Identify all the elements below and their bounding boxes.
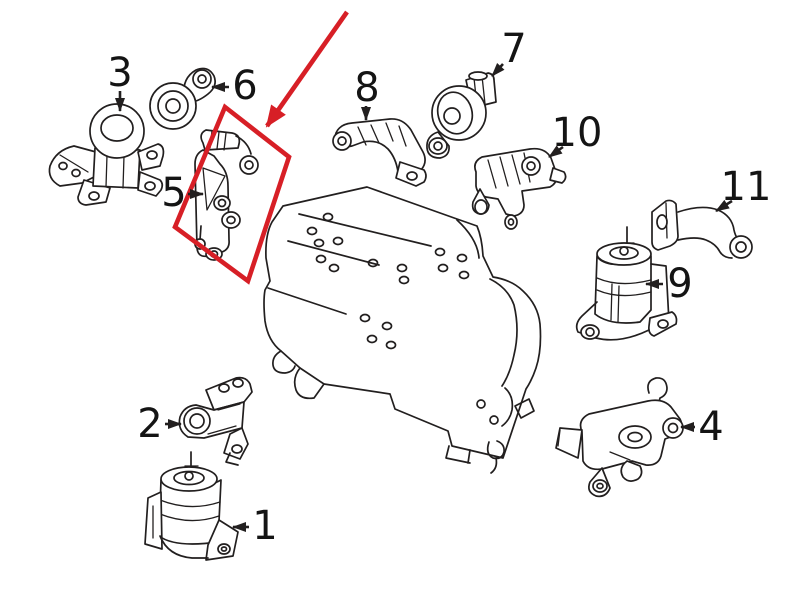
part-11-drawing[interactable] <box>651 199 753 259</box>
part-9-outline <box>594 255 652 324</box>
callout-10-leader <box>548 145 564 159</box>
callout-6[interactable]: 6 <box>211 63 258 109</box>
engine-block-drawing <box>263 186 542 474</box>
callout-1-label[interactable]: 1 <box>252 503 277 549</box>
part-10-drawing[interactable] <box>471 147 567 230</box>
part-8-outline <box>333 118 426 176</box>
callout-7[interactable]: 7 <box>491 26 527 77</box>
callout-5-label[interactable]: 5 <box>161 170 186 216</box>
part-6-drawing[interactable] <box>149 67 216 130</box>
part-8-drawing[interactable] <box>332 118 427 187</box>
part-5-drawing[interactable] <box>194 129 259 261</box>
callout-11-label[interactable]: 11 <box>721 164 772 210</box>
part-1-drawing[interactable] <box>144 451 239 561</box>
callout-3-label[interactable]: 3 <box>107 50 132 96</box>
callout-6-label[interactable]: 6 <box>232 63 257 109</box>
highlight-arrow <box>265 10 349 128</box>
callout-9-label[interactable]: 9 <box>667 261 692 307</box>
callout-8-label[interactable]: 8 <box>354 65 379 111</box>
part-7-drawing[interactable] <box>426 71 497 159</box>
callout-4[interactable]: 4 <box>680 404 724 450</box>
highlight-annotation <box>172 10 349 285</box>
part-3-drawing[interactable] <box>48 103 165 206</box>
callout-3[interactable]: 3 <box>107 50 133 112</box>
callout-1[interactable]: 1 <box>232 503 278 549</box>
part-2-drawing[interactable] <box>178 376 253 466</box>
callout-2[interactable]: 2 <box>137 401 182 447</box>
part-3-outline <box>48 145 97 187</box>
callout-5[interactable]: 5 <box>161 170 204 216</box>
callout-7-label[interactable]: 7 <box>501 26 526 72</box>
part-9-drawing[interactable] <box>575 226 678 341</box>
callout-9[interactable]: 9 <box>645 261 693 307</box>
callout-4-label[interactable]: 4 <box>698 404 723 450</box>
callout-7-leader <box>491 63 505 77</box>
highlight-box <box>172 103 292 285</box>
callout-10-label[interactable]: 10 <box>552 110 603 156</box>
callout-11-leader <box>715 199 733 213</box>
part-4-drawing[interactable] <box>555 377 684 498</box>
callout-11[interactable]: 11 <box>715 164 772 213</box>
callout-8[interactable]: 8 <box>354 65 380 121</box>
callout-10[interactable]: 10 <box>548 110 603 159</box>
callout-2-label[interactable]: 2 <box>137 401 162 447</box>
